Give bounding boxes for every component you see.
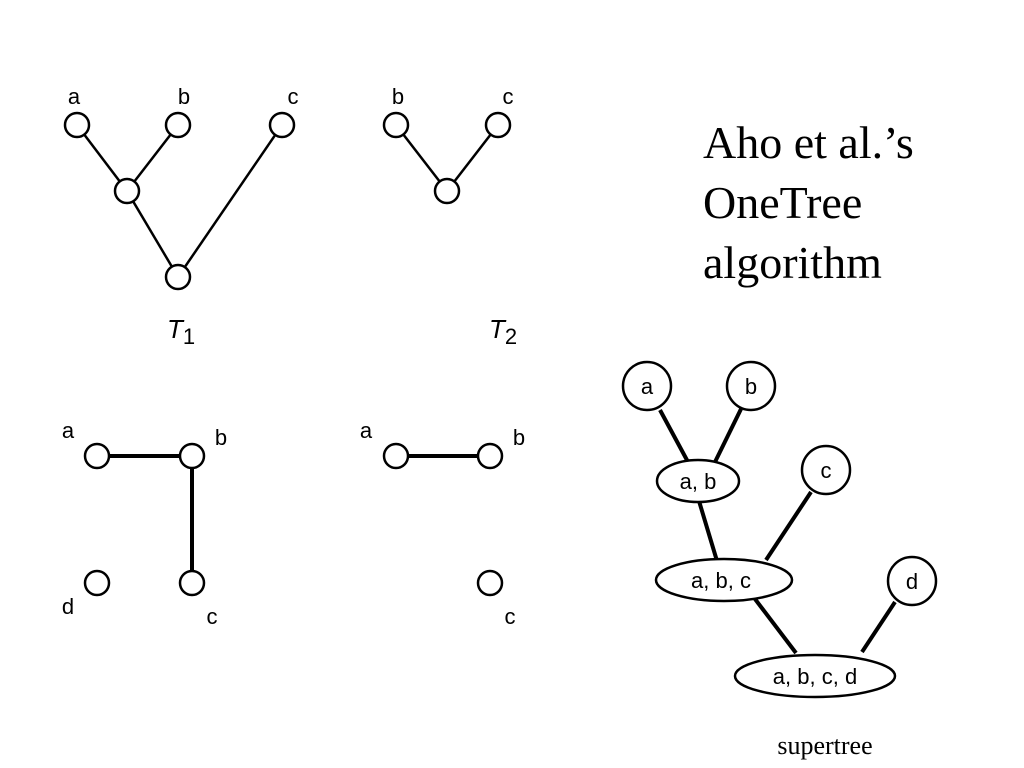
st-leaf-b <box>725 360 777 412</box>
st-leaf-label-a: a <box>641 374 654 399</box>
t1-edge-c <box>176 124 284 278</box>
title-line-2: OneTree <box>703 177 862 228</box>
t1-leaf-label-b: b <box>178 84 190 109</box>
st-leaf-label-b: b <box>745 374 757 399</box>
st-leaf-c <box>800 444 852 496</box>
g1-label-b: b <box>215 425 227 450</box>
t2-leaf-label-b: b <box>392 84 404 109</box>
st-edge-d <box>860 600 897 654</box>
t2-label-base: T <box>489 314 507 344</box>
g1-node-d <box>83 569 111 597</box>
t1-leaf-a <box>63 111 91 139</box>
st-edge-abc-abcd <box>753 597 798 655</box>
st-edge-b <box>713 408 743 463</box>
t2-label: T2 <box>489 314 517 349</box>
st-node-ab <box>655 458 741 504</box>
supertree-caption: supertree <box>777 731 872 760</box>
st-node-label-ab: a, b <box>680 469 717 494</box>
g1-label-c: c <box>207 604 218 629</box>
st-leaf-a <box>621 360 673 412</box>
t2-edge-c <box>446 124 499 192</box>
st-edge-c <box>764 490 813 562</box>
g1-label-d: d <box>62 594 74 619</box>
st-edge-a <box>658 409 690 463</box>
st-leaf-label-c: c <box>821 458 832 483</box>
t1-edge-b <box>126 124 179 192</box>
g2-node-a <box>382 442 410 470</box>
t1-leaf-b <box>164 111 192 139</box>
g2-label-a: a <box>360 418 373 443</box>
title-block: Aho et al.’s OneTree algorithm <box>703 117 914 288</box>
g2-node-b <box>476 442 504 470</box>
st-node-label-abcd: a, b, c, d <box>773 664 857 689</box>
supertree: a b c d a, b a, b, c a, b, c, d supertre… <box>621 360 938 760</box>
g2-label-b: b <box>513 425 525 450</box>
t2-leaf-c <box>484 111 512 139</box>
t2-leaf-b <box>382 111 410 139</box>
t1-edge-ab-root <box>125 190 180 278</box>
st-edge-ab-abc <box>697 500 719 562</box>
tree-t2: b c T2 <box>382 84 517 349</box>
g2-node-c <box>476 569 504 597</box>
t1-edge-a <box>76 124 128 192</box>
t1-label: T1 <box>167 314 195 349</box>
title-line-1: Aho et al.’s <box>703 117 914 168</box>
g1-node-b <box>178 442 206 470</box>
g1-node-c <box>178 569 206 597</box>
g1-label-a: a <box>62 418 75 443</box>
t2-edge-b <box>395 124 448 192</box>
t2-leaf-label-c: c <box>503 84 514 109</box>
t1-root-node <box>164 263 192 291</box>
t1-leaf-label-c: c <box>288 84 299 109</box>
graph-1: a b c d <box>62 418 227 629</box>
t2-root-node <box>433 177 461 205</box>
title-line-3: algorithm <box>703 237 882 288</box>
st-node-label-abc: a, b, c <box>691 568 751 593</box>
t1-label-sub: 1 <box>183 324 195 349</box>
st-node-abcd <box>733 653 897 699</box>
t1-leaf-c <box>268 111 296 139</box>
g2-label-c: c <box>505 604 516 629</box>
graph-2: a b c <box>360 418 525 629</box>
st-leaf-label-d: d <box>906 569 918 594</box>
t1-internal-node <box>113 177 141 205</box>
st-node-abc <box>654 557 794 603</box>
st-leaf-d <box>886 555 938 607</box>
t2-label-sub: 2 <box>505 324 517 349</box>
t1-leaf-label-a: a <box>68 84 81 109</box>
t1-label-base: T <box>167 314 185 344</box>
tree-t1: a b c T1 <box>63 84 299 349</box>
g1-node-a <box>83 442 111 470</box>
